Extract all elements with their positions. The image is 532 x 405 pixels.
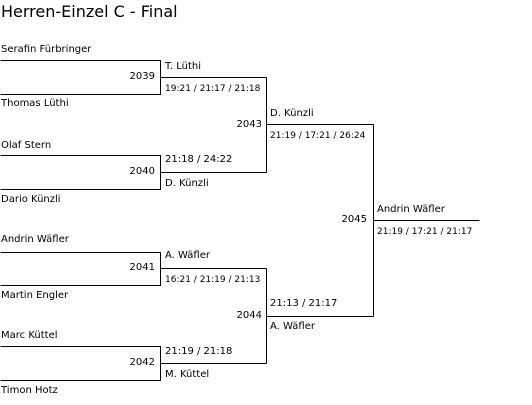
match-number: 2044 xyxy=(236,310,262,321)
match-number: 2045 xyxy=(341,214,367,225)
match-score: 16:21 / 21:19 / 21:13 xyxy=(165,275,261,285)
match-number: 2042 xyxy=(129,357,155,368)
player-name: Thomas Lüthi xyxy=(1,98,69,109)
match-score: 21:19 / 17:21 / 21:17 xyxy=(377,227,473,237)
match-number: 2039 xyxy=(129,71,155,82)
match-number: 2043 xyxy=(236,119,262,130)
bracket-title: Herren-Einzel C - Final xyxy=(1,2,178,21)
player-name: Serafin Fürbringer xyxy=(1,44,92,55)
match-winner: T. Lüthi xyxy=(165,61,202,72)
match-score: 21:13 / 21:17 xyxy=(270,298,338,309)
player-name: Olaf Stern xyxy=(1,140,52,151)
match-number: 2041 xyxy=(129,262,155,273)
match-score: 21:18 / 24:22 xyxy=(165,154,233,165)
match-score: 19:21 / 21:17 / 21:18 xyxy=(165,84,261,94)
player-name: Martin Engler xyxy=(1,290,69,301)
player-name: Marc Küttel xyxy=(1,330,58,341)
match-winner: A. Wäfler xyxy=(165,250,210,261)
tournament-winner: Andrin Wäfler xyxy=(377,204,445,215)
match-winner: A. Wäfler xyxy=(270,321,315,332)
match-score: 21:19 / 21:18 xyxy=(165,346,233,357)
player-name: Dario Künzli xyxy=(1,194,61,205)
match-winner: M. Küttel xyxy=(165,369,210,380)
match-number: 2040 xyxy=(129,166,155,177)
player-name: Timon Hotz xyxy=(1,385,58,396)
match-winner: D. Künzli xyxy=(165,178,209,189)
match-score: 21:19 / 17:21 / 26:24 xyxy=(270,131,366,141)
player-name: Andrin Wäfler xyxy=(1,234,69,245)
match-winner: D. Künzli xyxy=(270,108,314,119)
